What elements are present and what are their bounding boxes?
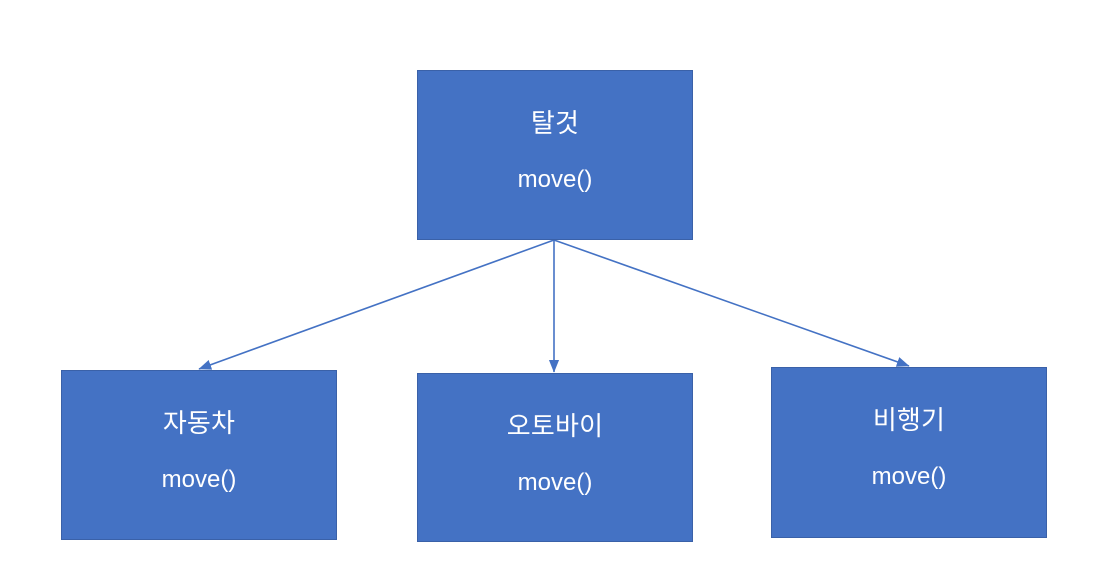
class-node-airplane[interactable]: 비행기 move() — [771, 367, 1047, 538]
class-name-car: 자동차 — [162, 408, 236, 438]
class-node-car[interactable]: 자동차 move() — [61, 370, 337, 540]
class-method-motorcycle: move() — [517, 469, 593, 496]
class-node-motorcycle[interactable]: 오토바이 move() — [417, 373, 693, 542]
class-method-car: move() — [161, 466, 237, 493]
class-node-vehicle[interactable]: 탈것 move() — [417, 70, 693, 240]
class-name-vehicle: 탈것 — [530, 108, 580, 138]
connector-vehicle-to-car — [198, 239, 555, 370]
class-method-airplane: move() — [871, 463, 947, 490]
class-name-airplane: 비행기 — [872, 405, 946, 435]
class-name-motorcycle: 오토바이 — [506, 411, 604, 441]
connector-vehicle-to-airplane — [553, 239, 910, 367]
class-method-vehicle: move() — [517, 166, 593, 193]
